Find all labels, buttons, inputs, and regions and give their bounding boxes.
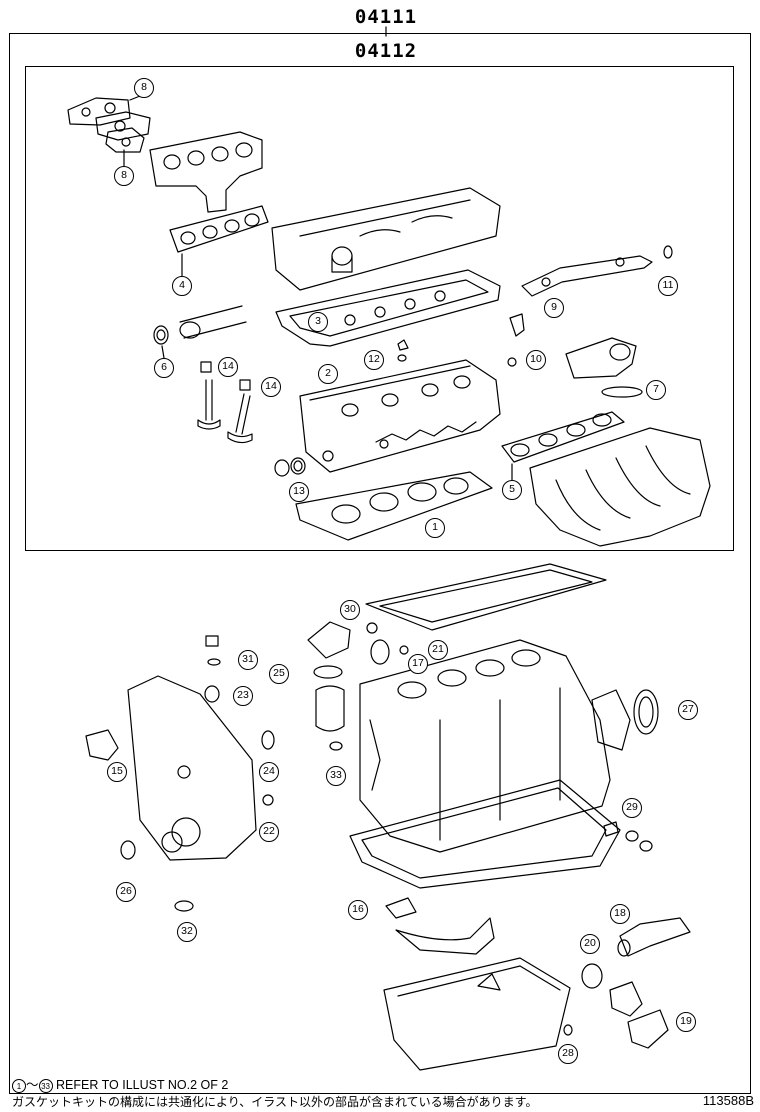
oil-pan-gasket-lower bbox=[349, 779, 621, 889]
rear-oil-seal-area bbox=[591, 689, 659, 751]
callout-17[interactable]: 17 bbox=[408, 654, 428, 674]
oil-pan-gasket-upper bbox=[365, 563, 607, 631]
small-seals bbox=[274, 339, 409, 477]
ref-end-circle: 33 bbox=[38, 1078, 53, 1093]
drain-plug bbox=[603, 821, 653, 852]
cylinder-head-gasket-art bbox=[295, 471, 493, 541]
callout-7[interactable]: 7 bbox=[646, 380, 666, 400]
ref-start-circle: 1 bbox=[12, 1078, 26, 1093]
callout-23[interactable]: 23 bbox=[233, 686, 253, 706]
callout-13[interactable]: 13 bbox=[289, 482, 309, 502]
footer-reference-line: 1～33 REFER TO ILLUST NO.2 OF 2 bbox=[12, 1074, 228, 1093]
thermostat-housing bbox=[563, 917, 691, 1049]
callout-4[interactable]: 4 bbox=[172, 276, 192, 296]
callout-3[interactable]: 3 bbox=[308, 312, 328, 332]
callout-18[interactable]: 18 bbox=[610, 904, 630, 924]
illustration-id: 113588B bbox=[702, 1093, 754, 1108]
callout-11[interactable]: 11 bbox=[658, 276, 678, 296]
ref-text: REFER TO ILLUST NO.2 OF 2 bbox=[56, 1078, 229, 1092]
head-cover-gasket-art bbox=[275, 269, 501, 347]
callout-32[interactable]: 32 bbox=[177, 922, 197, 942]
callout-19[interactable]: 19 bbox=[676, 1012, 696, 1032]
callout-20[interactable]: 20 bbox=[580, 934, 600, 954]
oil-control-pipe bbox=[507, 245, 673, 367]
outer-kit-code: 04111 bbox=[354, 6, 418, 28]
exhaust-manifold bbox=[149, 131, 263, 213]
outer-kit-frame bbox=[9, 33, 751, 1094]
callout-2[interactable]: 2 bbox=[318, 364, 338, 384]
callout-16[interactable]: 16 bbox=[348, 900, 368, 920]
callout-29[interactable]: 29 bbox=[622, 798, 642, 818]
oil-pan bbox=[383, 957, 571, 1071]
oil-filter-area bbox=[307, 621, 409, 751]
footer-note-jp: ガスケットキットの構成には共通化により、イラスト以外の部品が含まれている場合があ… bbox=[12, 1095, 538, 1109]
oil-strainer bbox=[385, 897, 495, 955]
callout-8-bottom[interactable]: 8 bbox=[114, 166, 134, 186]
callout-27[interactable]: 27 bbox=[678, 700, 698, 720]
callout-1[interactable]: 1 bbox=[425, 518, 445, 538]
cylinder-block bbox=[359, 639, 611, 853]
callout-12[interactable]: 12 bbox=[364, 350, 384, 370]
cylinder-head-cover bbox=[271, 187, 501, 291]
exhaust-manifold-gasket-art bbox=[169, 205, 269, 277]
intake-manifold-gasket-art bbox=[501, 411, 625, 481]
callout-30[interactable]: 30 bbox=[340, 600, 360, 620]
callout-31[interactable]: 31 bbox=[238, 650, 258, 670]
callout-6[interactable]: 6 bbox=[154, 358, 174, 378]
callout-15[interactable]: 15 bbox=[107, 762, 127, 782]
callout-24[interactable]: 24 bbox=[259, 762, 279, 782]
callout-33[interactable]: 33 bbox=[326, 766, 346, 786]
inner-kit-frame bbox=[25, 66, 734, 551]
callout-8-top[interactable]: 8 bbox=[134, 78, 154, 98]
callout-14-left[interactable]: 14 bbox=[218, 357, 238, 377]
ref-tilde: ～ bbox=[26, 1078, 39, 1092]
callout-22[interactable]: 22 bbox=[259, 822, 279, 842]
intake-manifold bbox=[529, 427, 711, 547]
inner-kit-code: 04112 bbox=[354, 40, 418, 62]
callout-10[interactable]: 10 bbox=[526, 350, 546, 370]
callout-28[interactable]: 28 bbox=[558, 1044, 578, 1064]
water-outlet bbox=[565, 337, 643, 398]
valves-and-stem-seals bbox=[197, 361, 253, 444]
cylinder-head bbox=[299, 359, 501, 473]
callout-9[interactable]: 9 bbox=[544, 298, 564, 318]
front-pipe-gasket bbox=[153, 305, 247, 359]
exhaust-flange-gaskets bbox=[67, 95, 151, 167]
callout-25[interactable]: 25 bbox=[269, 664, 289, 684]
timing-chain-cover bbox=[85, 635, 275, 912]
callout-21[interactable]: 21 bbox=[428, 640, 448, 660]
callout-14-right[interactable]: 14 bbox=[261, 377, 281, 397]
callout-26[interactable]: 26 bbox=[116, 882, 136, 902]
callout-5[interactable]: 5 bbox=[502, 480, 522, 500]
